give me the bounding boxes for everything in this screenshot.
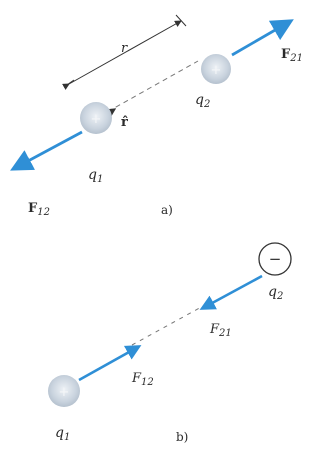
negative-charge-icon (258, 242, 292, 276)
unit-vector-label: r̂ (121, 115, 128, 130)
positive-charge-icon (80, 102, 112, 134)
separation-line (99, 60, 199, 117)
charge-q1: + (80, 102, 112, 134)
force-f21-label: F21 (281, 47, 303, 64)
positive-charge-icon (48, 375, 80, 407)
distance-label: r (121, 41, 128, 56)
charge-sign: − (269, 250, 282, 268)
force-f12-label: F12 (131, 371, 154, 388)
panel-a: r r̂ F21 F12 + q2 + q1 (10, 14, 303, 218)
charge-sign: + (59, 385, 70, 400)
force-f21-arrow (231, 19, 294, 57)
panel-b-caption: b) (176, 430, 188, 444)
charge-sign: + (91, 112, 102, 127)
force-f21-label: F21 (209, 322, 232, 339)
charge-q2-label: q2 (268, 284, 283, 302)
distance-arrow (62, 20, 182, 90)
panel-b: F21 F12 − q2 + q1 b) (48, 242, 292, 444)
panel-a-caption: a) (161, 203, 173, 217)
charge-q1-label: q1 (55, 425, 70, 443)
charge-q2-label: q2 (195, 92, 210, 110)
distance-dimension: r (62, 14, 187, 90)
charge-q2: + (201, 54, 231, 84)
positive-charge-icon (201, 54, 231, 84)
force-f21-arrow (199, 274, 263, 310)
charge-sign: + (211, 63, 222, 78)
force-f12-arrow (10, 130, 83, 171)
force-f12-label: F12 (28, 201, 50, 218)
charge-q1-label: q1 (88, 167, 103, 185)
force-f12-arrow (78, 345, 142, 382)
charge-q1: + (48, 375, 80, 407)
separation-line (131, 304, 206, 346)
charge-q2: − (258, 242, 292, 276)
